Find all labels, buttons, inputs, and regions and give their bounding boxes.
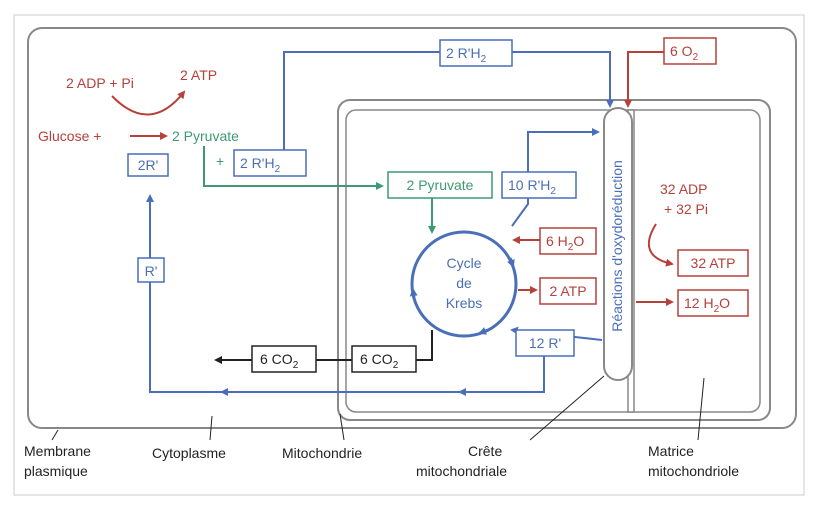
outer-frame <box>13 14 805 496</box>
rh2-top-label: 2 R'H2 <box>446 45 487 65</box>
h2o-12-label: 12 H2O <box>684 295 730 315</box>
caption-crest-line1: Crête <box>468 443 502 459</box>
mitochondrion-outer <box>337 99 771 421</box>
pi-32-label: + 32 Pi <box>664 201 708 217</box>
r-prime-box <box>137 257 165 283</box>
cytoplasm-pointer <box>209 415 213 441</box>
crest-pointer <box>529 375 605 441</box>
adp-pi-label: 2 ADP + Pi <box>66 75 134 91</box>
atp-2-label: 2 ATP <box>180 67 217 83</box>
rh2-10-box <box>501 171 577 199</box>
caption-mitochondrion: Mitochondrie <box>282 445 362 461</box>
plus-label: + <box>216 153 224 169</box>
r-prime-2-box <box>127 153 169 177</box>
caption-membrane-line1: Membrane <box>24 443 91 459</box>
o2-path <box>624 51 664 108</box>
r-prime-12-box <box>515 329 575 357</box>
pyruvate-path <box>203 146 384 190</box>
co2-right-box <box>351 345 417 373</box>
caption-cytoplasm: Cytoplasme <box>152 445 226 461</box>
membrane-pointer <box>51 429 59 441</box>
caption-crest-line2: mitochondriale <box>416 463 507 479</box>
atp-krebs-box <box>539 277 597 305</box>
plasma-membrane <box>27 27 797 429</box>
mitochondrion-inner <box>345 109 761 413</box>
krebs-line2: de <box>456 275 472 291</box>
krebs-cycle-circle <box>410 230 518 338</box>
caption-matrix-line2: mitochondriole <box>648 463 739 479</box>
glucose-label: Glucose + <box>38 128 101 144</box>
atp-32-box <box>677 249 749 277</box>
pyruvate-box <box>387 171 493 199</box>
o2-label: 6 O2 <box>670 43 699 63</box>
rh2-mid-box <box>233 149 307 177</box>
krebs-arrow-left <box>409 288 418 299</box>
atp-32-label: 32 ATP <box>691 255 736 271</box>
pyruvate-top-label: 2 Pyruvate <box>172 128 239 144</box>
r-prime-label: R' <box>145 263 158 279</box>
mitochondrion-pointer <box>339 413 345 441</box>
r-prime-2-label: 2R' <box>138 157 159 173</box>
co2-left-label: 6 CO2 <box>260 351 299 371</box>
adp-32-curve <box>647 223 674 267</box>
adp-to-atp-curve <box>111 90 186 116</box>
h2o-12-box <box>677 289 749 317</box>
h2o-6-label: 6 H2O <box>546 233 584 253</box>
krebs-line3: Krebs <box>446 295 483 311</box>
h2o-6-box <box>539 227 597 255</box>
matrix-pointer <box>697 377 705 441</box>
co2-right-label: 6 CO2 <box>360 351 399 371</box>
rh2-10-path <box>511 128 600 227</box>
oxidoreduction-bar <box>603 107 633 381</box>
oxidoreduction-label: Réactions d'oxydoréduction <box>609 160 625 332</box>
adp-32-label: 32 ADP <box>660 181 707 197</box>
rh2-mid-label: 2 R'H2 <box>240 155 281 175</box>
rh2-top-box <box>439 39 513 67</box>
rh2-10-label: 10 R'H2 <box>508 177 556 197</box>
atp-krebs-label: 2 ATP <box>549 283 586 299</box>
pyruvate-box-label: 2 Pyruvate <box>407 177 474 193</box>
r-prime-12-label: 12 R' <box>529 335 561 351</box>
krebs-arrow-bottom <box>478 327 489 335</box>
o2-box <box>663 37 717 65</box>
r-prime-return-path <box>146 194 545 393</box>
krebs-line1: Cycle <box>446 255 481 271</box>
co2-left-box <box>251 345 317 373</box>
caption-matrix-line1: Matrice <box>648 443 694 459</box>
krebs-arrow-right <box>507 257 515 268</box>
caption-membrane-line2: plasmique <box>24 463 88 479</box>
